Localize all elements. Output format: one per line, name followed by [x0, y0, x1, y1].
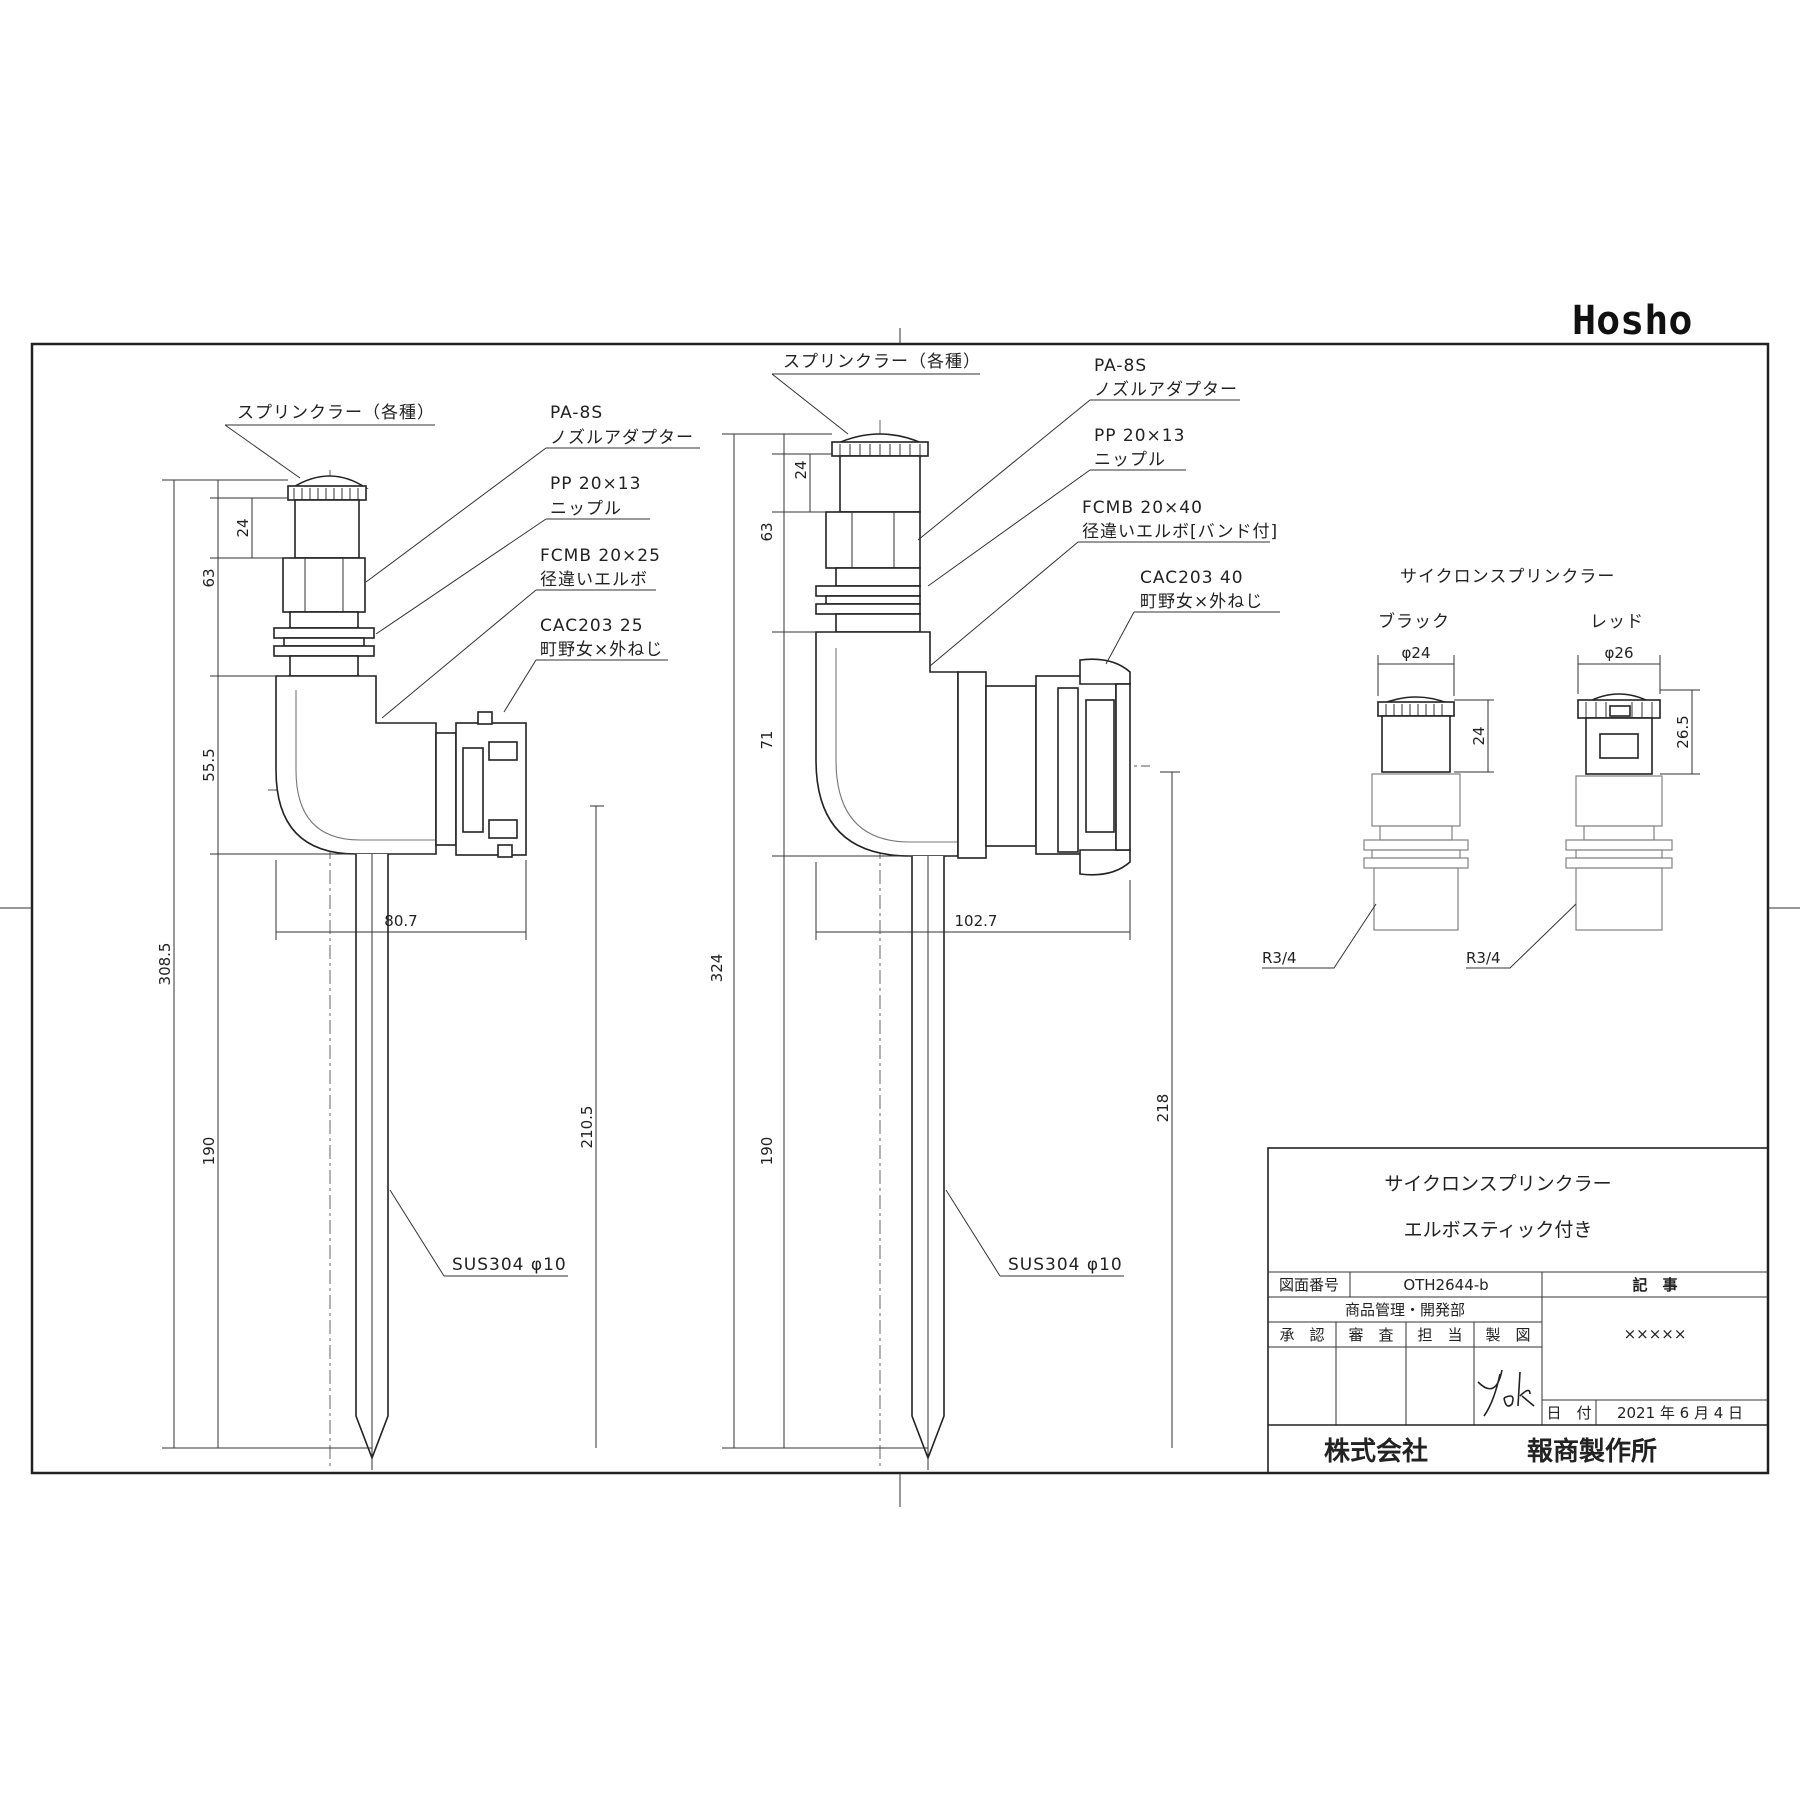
left-dim-308-5: 308.5	[156, 943, 174, 986]
variants-heading: サイクロンスプリンクラー	[1400, 567, 1615, 587]
right-callout-coupler-code: CAC203 40	[1140, 568, 1244, 588]
role-review: 審 査	[1348, 1326, 1393, 1344]
right-callout-elbow-code: FCMB 20×40	[1082, 498, 1203, 518]
title-line-2: エルボスティック付き	[1404, 1219, 1593, 1241]
notes-label: 記 事	[1632, 1276, 1677, 1294]
left-callout-stake: SUS304 φ10	[452, 1255, 567, 1275]
right-dim-102-7: 102.7	[955, 912, 998, 930]
date-value: 2021 年 6 月 4 日	[1617, 1404, 1743, 1422]
left-dim-55-5: 55.5	[200, 748, 218, 781]
drafter-signature	[1477, 1369, 1535, 1417]
right-callout-adapter-code: PA-8S	[1094, 356, 1147, 376]
left-dim-210-5: 210.5	[578, 1106, 596, 1149]
right-callout-sprinkler: スプリンクラー（各種）	[783, 352, 981, 372]
right-dim-24: 24	[792, 460, 810, 479]
title-block: サイクロンスプリンクラー エルボスティック付き 図面番号 OTH2644-b 商…	[1267, 1147, 1769, 1474]
left-callout-elbow-name: 径違いエルボ	[540, 570, 648, 590]
sprinkler-variants-detail: サイクロンスプリンクラー ブラック レッド φ24 24 R3/4 φ26	[1262, 567, 1700, 969]
department: 商品管理・開発部	[1345, 1301, 1465, 1319]
role-drafting: 製 図	[1485, 1326, 1530, 1344]
title-line-1: サイクロンスプリンクラー	[1384, 1173, 1611, 1195]
left-callout-sprinkler: スプリンクラー（各種）	[237, 403, 435, 423]
left-callout-nipple-code: PP 20×13	[550, 474, 641, 494]
role-approval: 承 認	[1279, 1326, 1324, 1344]
right-callout-nipple-name: ニップル	[1094, 450, 1166, 470]
company-name: 報商製作所	[1527, 1436, 1657, 1467]
left-callout-elbow-code: FCMB 20×25	[540, 546, 661, 566]
right-callout-stake: SUS304 φ10	[1008, 1255, 1123, 1275]
right-dim-71: 71	[758, 730, 776, 749]
right-dim-190: 190	[758, 1137, 776, 1166]
left-dim-63: 63	[200, 568, 218, 587]
right-callout-coupler-name: 町野女×外ねじ	[1140, 592, 1263, 612]
left-dim-80-7: 80.7	[384, 912, 417, 930]
left-callout-coupler-code: CAC203 25	[540, 616, 644, 636]
left-callout-adapter-name: ノズルアダプター	[550, 428, 694, 448]
left-callout-coupler-name: 町野女×外ねじ	[540, 640, 663, 660]
notes-value: ×××××	[1624, 1325, 1687, 1343]
variant-black-thread: R3/4	[1262, 949, 1297, 967]
variant-red-name: レッド	[1590, 612, 1644, 632]
right-callout-adapter-name: ノズルアダプター	[1094, 380, 1238, 400]
role-in-charge: 担 当	[1417, 1326, 1462, 1344]
right-dim-63: 63	[758, 522, 776, 541]
variant-red-thread: R3/4	[1466, 949, 1501, 967]
right-dim-324: 324	[708, 954, 726, 983]
left-callout-adapter-code: PA-8S	[550, 403, 603, 423]
variant-red-diameter: φ26	[1605, 644, 1634, 662]
variant-red-height: 26.5	[1674, 715, 1692, 748]
right-assembly-drawing: 24 63 71 324 190 218 102.7 スプリンクラー（各種） P…	[708, 352, 1280, 1470]
brand-logo: Hosho	[1572, 298, 1692, 344]
right-dim-218: 218	[1154, 1094, 1172, 1123]
right-callout-elbow-name: 径違いエルボ[バンド付]	[1082, 522, 1278, 542]
left-assembly-drawing: 24 63 55.5 308.5 190 210.5 80.7 スプリンクラー（…	[156, 403, 700, 1470]
drawing-number-label: 図面番号	[1279, 1276, 1339, 1294]
company-prefix: 株式会社	[1324, 1436, 1428, 1467]
left-dim-190: 190	[200, 1137, 218, 1166]
right-callout-nipple-code: PP 20×13	[1094, 426, 1185, 446]
variant-black-diameter: φ24	[1402, 644, 1431, 662]
left-dim-24: 24	[234, 518, 252, 537]
variant-black-height: 24	[1470, 726, 1488, 745]
drawing-number: OTH2644-b	[1403, 1276, 1488, 1294]
date-label: 日 付	[1546, 1404, 1591, 1422]
variant-black-name: ブラック	[1378, 611, 1450, 632]
left-callout-nipple-name: ニップル	[550, 499, 622, 519]
